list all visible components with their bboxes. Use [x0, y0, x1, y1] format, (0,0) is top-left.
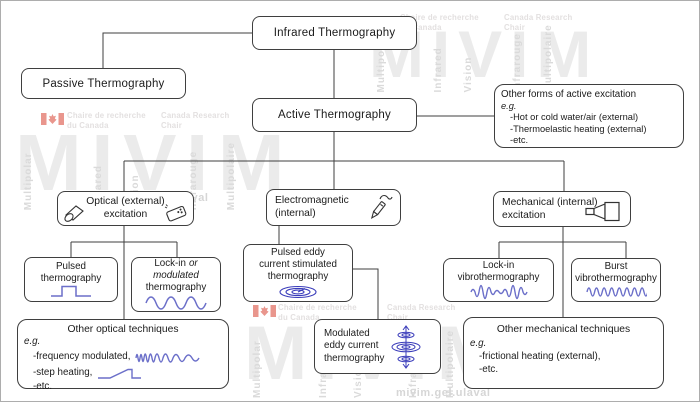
ultrasonic-horn-icon	[585, 201, 620, 222]
node-label: Passive Thermography	[42, 77, 165, 90]
node-title: Other forms of active excitation	[501, 89, 637, 100]
node-label: thermography	[145, 281, 207, 293]
node-mechanical-excitation: Mechanical (internal) excitation	[493, 191, 631, 227]
node-label: excitation	[502, 210, 546, 222]
induction-pen-icon	[370, 194, 393, 220]
node-passive-thermography: Passive Thermography	[21, 68, 186, 99]
node-title: Other optical techniques	[67, 324, 179, 335]
node-label: eddy current	[324, 340, 379, 352]
list-item: -Hot or cold water/air (external)	[510, 112, 639, 123]
node-active-thermography: Active Thermography	[252, 98, 417, 132]
node-label: modulated	[153, 270, 199, 282]
sine-wave-icon	[145, 295, 207, 310]
eg-label: e.g.	[470, 337, 487, 349]
node-label: Active Thermography	[278, 109, 391, 121]
list-item: -step heating,	[24, 366, 222, 381]
amplitude-modulated-wave-icon	[469, 284, 528, 299]
node-label: Infrared Thermography	[273, 27, 396, 39]
node-label: Optical (external)	[86, 195, 165, 207]
node-label: thermography	[324, 352, 385, 364]
list-item: -frequency modulated,	[24, 349, 222, 366]
node-label: Burst	[604, 260, 628, 272]
chirp-wave-icon	[135, 353, 201, 363]
node-label: excitation	[103, 208, 148, 220]
list-item: -Thermoelastic heating (external)	[510, 123, 647, 134]
node-label-group: Modulated eddy current thermography	[324, 328, 384, 365]
burst-wave-icon	[586, 287, 647, 297]
node-label: Pulsed	[56, 260, 86, 272]
flash-lamp-icon	[164, 204, 187, 222]
node-pulsed-eddy-current-thermography: Pulsed eddy current stimulated thermogra…	[243, 244, 353, 302]
node-other-mechanical-techniques: Other mechanical techniques e.g. -fricti…	[463, 317, 664, 389]
eddy-current-spiral-icon	[279, 285, 317, 298]
node-label: current stimulated	[259, 259, 337, 271]
node-label: Modulated	[324, 328, 370, 340]
node-burst-vibrothermography: Burst vibrothermography	[571, 258, 661, 302]
node-modulated-eddy-current-thermography: Modulated eddy current thermography	[314, 319, 441, 374]
list-item: -frictional heating (external),	[479, 351, 601, 363]
node-label: vibrothermography	[457, 272, 540, 283]
list-item: -etc.	[510, 134, 529, 145]
square-pulse-wave-icon	[51, 286, 91, 297]
node-label: (internal)	[275, 208, 316, 220]
node-label: Lock-in	[482, 260, 515, 272]
node-label: Mechanical (internal)	[502, 197, 598, 208]
stacked-eddy-coils-icon	[391, 324, 421, 369]
list-item: -etc.	[33, 381, 53, 393]
node-other-active-excitation: Other forms of active excitation e.g. -H…	[494, 84, 684, 148]
eg-label: e.g.	[24, 336, 41, 348]
node-lockin-vibrothermography: Lock-in vibrothermography	[443, 258, 554, 302]
node-pulsed-thermography: Pulsed thermography	[24, 257, 118, 302]
node-electromagnetic-excitation: Electromagnetic (internal)	[266, 189, 401, 226]
node-title: Other mechanical techniques	[496, 324, 631, 335]
node-optical-excitation: Optical (external) excitation	[57, 191, 194, 226]
node-label: thermography	[40, 272, 102, 284]
node-label: vibrothermography	[575, 272, 657, 284]
list-item: -etc.	[479, 364, 499, 376]
node-other-optical-techniques: Other optical techniques e.g. -frequency…	[17, 319, 229, 392]
node-label: Electromagnetic	[275, 195, 349, 206]
node-label: thermography	[267, 270, 329, 282]
eg-label: e.g.	[501, 100, 517, 111]
node-infrared-thermography: Infrared Thermography	[252, 16, 417, 50]
node-label: Pulsed eddy	[271, 247, 325, 259]
ramp-step-wave-icon	[98, 368, 142, 379]
flood-lamp-icon	[64, 205, 84, 222]
